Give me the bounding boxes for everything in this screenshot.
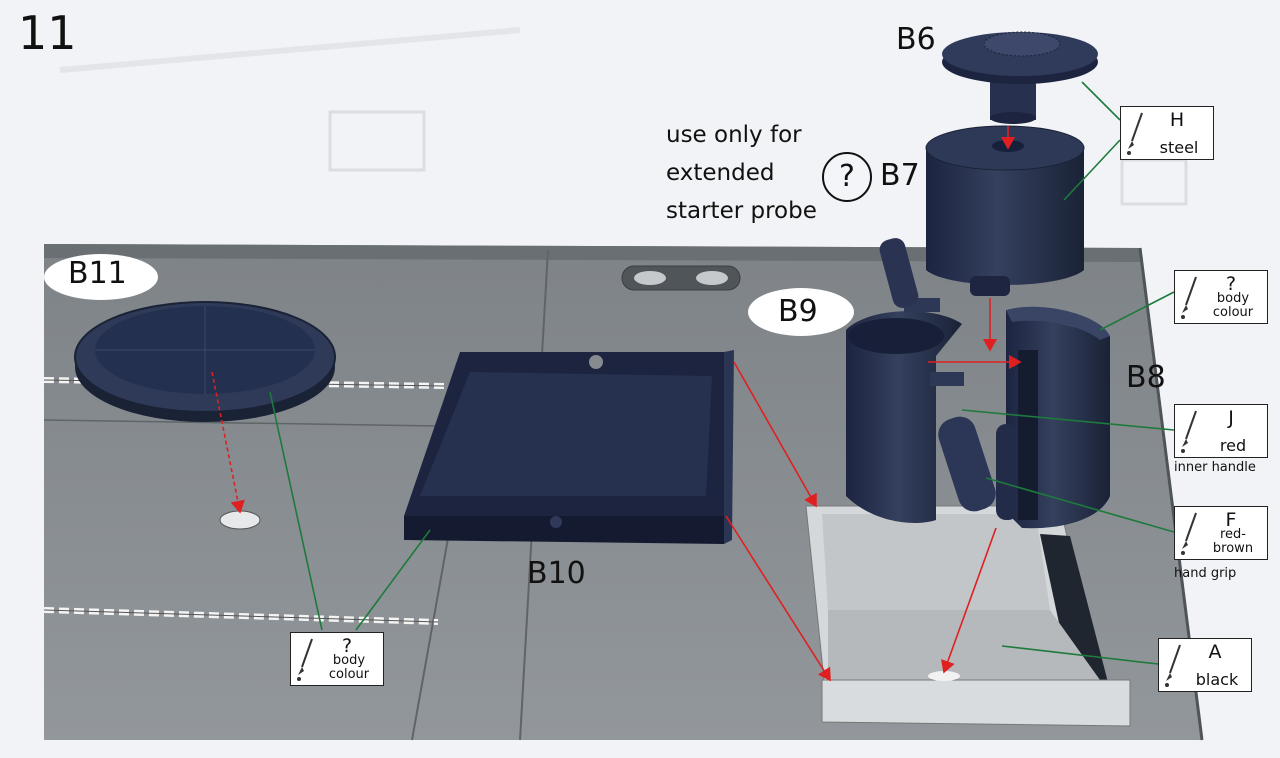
step-number: 11: [18, 6, 77, 60]
part-label-b6: B6: [896, 22, 936, 57]
paintbrush-icon: [1165, 644, 1181, 687]
base-mount-dark-wall: [1040, 534, 1110, 690]
ghost-box: [1120, 158, 1188, 206]
usage-note-line: starter probe: [666, 198, 817, 224]
paint-code: A: [1208, 641, 1222, 663]
base-mount-hole: [928, 671, 960, 681]
paint-code: H: [1169, 109, 1185, 131]
usage-note-line: use only for: [666, 122, 802, 148]
deck-slot-hole: [634, 271, 666, 285]
b10-tray-side: [404, 516, 724, 544]
callout-caption-inner-handle: inner handle: [1174, 460, 1256, 475]
b9-latch: [930, 372, 964, 386]
leader-h-b6: [1081, 81, 1121, 121]
hand-grip: [938, 416, 996, 512]
base-mount-front: [821, 679, 1131, 727]
usage-note: use only for extended starter probe: [666, 116, 817, 230]
callout-caption-hand-grip: hand grip: [1174, 566, 1237, 581]
leader-q-bottom-b11: [269, 391, 323, 631]
b7-stub: [970, 276, 1010, 296]
b10-notch: [589, 355, 603, 369]
leader-h-b7: [1063, 139, 1121, 201]
paint-color: body colour: [328, 653, 370, 682]
base-mount-floor: [828, 610, 1100, 680]
paint-color: body colour: [1212, 291, 1254, 320]
paint-callout-body-colour-bottom: ? body colour: [290, 632, 384, 686]
paint-callout-j: J red: [1174, 404, 1268, 458]
paintbrush-icon: [1181, 512, 1197, 555]
hinge-row-edge: [43, 609, 439, 623]
paintbrush-icon: [1181, 276, 1197, 319]
deck-edge: [44, 244, 1142, 262]
hand-grip-end: [996, 424, 1018, 520]
paint-code: F: [1225, 509, 1237, 531]
arrow-b10-a: [733, 361, 817, 508]
ghost-line: [59, 27, 521, 73]
b10-notch: [550, 516, 562, 528]
arrow-b10-b: [725, 515, 831, 682]
leader-j: [961, 409, 1175, 431]
paint-callout-f: F red-brown: [1174, 506, 1268, 560]
b10-tray-end: [724, 350, 734, 544]
b8-rim: [1006, 306, 1110, 340]
leader-f: [985, 477, 1175, 533]
paintbrush-icon: [1127, 112, 1143, 155]
ghost-box: [328, 110, 426, 172]
paint-color: steel: [1159, 138, 1199, 157]
paint-code: ?: [341, 635, 353, 657]
arrow-base: [941, 527, 997, 674]
part-label-b10: B10: [527, 556, 586, 591]
paintbrush-icon: [1181, 410, 1197, 453]
paint-code: J: [1228, 407, 1234, 429]
b9-label-oval: [748, 288, 854, 336]
panel-seam: [43, 419, 441, 427]
part-label-b7: B7: [880, 158, 920, 193]
b6-stem-end: [990, 112, 1036, 124]
base-mount-inner: [822, 514, 1050, 610]
b9-half-shell: [846, 311, 962, 523]
paint-callout-a: A black: [1158, 638, 1252, 692]
b7-cylinder: [926, 148, 1084, 285]
part-label-b11: B11: [68, 256, 127, 291]
b10-tray-inner: [420, 372, 712, 496]
paint-callout-h: H steel: [1120, 106, 1214, 160]
paint-code: ?: [1225, 273, 1237, 295]
mount-hole: [219, 510, 261, 530]
leader-a: [1001, 645, 1159, 665]
b8-inner-wall: [1018, 350, 1038, 520]
paint-color: black: [1195, 670, 1239, 689]
leader-q-bottom-b10: [355, 529, 431, 631]
paint-color: red: [1219, 436, 1247, 455]
usage-note-line: extended: [666, 160, 775, 186]
deck-slot-hole: [696, 271, 728, 285]
paint-color: red-brown: [1212, 527, 1254, 556]
b9-opening: [848, 318, 944, 354]
b11-label-oval: [44, 254, 158, 300]
paint-callout-body-colour-top: ? body colour: [1174, 270, 1268, 324]
inner-handle: [879, 238, 919, 308]
part-label-b8: B8: [1126, 360, 1166, 395]
paintbrush-icon: [297, 638, 313, 681]
b6-knob: [983, 31, 1061, 57]
optional-symbol: ?: [822, 152, 872, 202]
leader-q-top: [1099, 291, 1175, 331]
part-label-b9: B9: [778, 294, 818, 329]
arrow-b11: [211, 371, 245, 514]
